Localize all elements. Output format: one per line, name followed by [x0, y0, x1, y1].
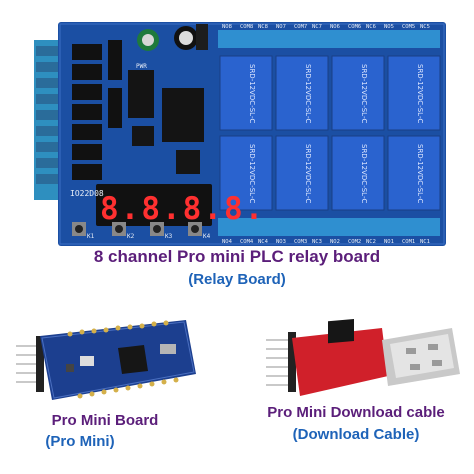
button-k1[interactable] [75, 225, 83, 233]
terminal-label: NC7 [312, 24, 322, 30]
usb-ttl-chip [328, 319, 354, 344]
terminal-label: NO3 [276, 239, 286, 245]
button-label-k3: K3 [165, 233, 173, 240]
terminal-label: NO4 [222, 239, 233, 245]
relay-8 [387, 135, 441, 211]
board-id-label: IO22D08 [70, 189, 104, 198]
relay-board-subcaption: (Relay Board) [188, 271, 286, 288]
relay-board-caption: 8 channel Pro mini PLC relay board [93, 247, 381, 266]
terminal-label: NC4 [258, 239, 269, 245]
button-k3[interactable] [153, 225, 161, 233]
seven-segment-display [96, 184, 212, 226]
terminal-label: NC5 [420, 24, 430, 30]
relay-4 [387, 55, 441, 131]
terminal-label: NC1 [420, 239, 430, 245]
terminal-label: NO8 [222, 24, 232, 30]
top-terminal-labels: NO8 COM8 NC8 NO7 COM7 NC7 NO6 COM6 NC6 NO5 COM5 NC5 [222, 24, 430, 30]
terminal-label: NO1 [384, 239, 394, 245]
button-label-k1: K1 [87, 233, 95, 240]
terminal-label: COM6 [348, 24, 361, 30]
relay-5 [219, 135, 273, 211]
display-digits: 8.8.8.8. [100, 191, 265, 227]
relay-model-label: SRD-12VDC-SL-C [416, 144, 424, 203]
relay-2 [275, 55, 329, 131]
pwr-label: PWR [136, 63, 147, 70]
button-label-k2: K2 [127, 233, 135, 240]
relay-model-label: SRD-12VDC-SL-C [304, 144, 312, 203]
relay-3 [331, 55, 385, 131]
top-terminal-block [218, 30, 440, 48]
terminal-label: NO5 [384, 24, 394, 30]
download-cable [266, 319, 460, 396]
pro-mini-board [16, 320, 196, 400]
terminal-label: NO2 [330, 239, 340, 245]
button-k4[interactable] [191, 225, 199, 233]
terminal-label: COM1 [402, 239, 415, 245]
atmega-chip [118, 345, 148, 374]
terminal-label: COM7 [294, 24, 307, 30]
terminal-label: NC3 [312, 239, 322, 245]
terminal-label: NC2 [366, 239, 376, 245]
relay-1 [219, 55, 273, 131]
pro-mini-pcb [40, 320, 196, 400]
relay-model-label: SRD-12VDC-SL-C [248, 64, 256, 123]
relay-model-label: SRD-12VDC-SL-C [360, 64, 368, 123]
chip-2 [162, 88, 204, 142]
relay-model-label: SRD-12VDC-SL-C [416, 64, 424, 123]
relay-board: SRD-12VDC-SL-C SRD-12VDC-SL-C SRD-12VDC-SL… [34, 22, 446, 246]
pro-mini-caption: Pro Mini Board [51, 412, 159, 429]
buttons-row [72, 222, 202, 236]
relay-model-label: SRD-12VDC-SL-C [360, 144, 368, 203]
terminal-label: COM3 [294, 239, 307, 245]
relay-model-label: SRD-12VDC-SL-C [248, 144, 256, 203]
terminal-label: NC8 [258, 24, 268, 30]
relay-7 [331, 135, 385, 211]
terminal-label: COM8 [240, 24, 253, 30]
chip-1 [128, 70, 154, 118]
relay-model-label: SRD-12VDC-SL-C [304, 64, 312, 123]
terminal-label: COM4 [240, 239, 254, 245]
usb-ttl-pcb [292, 328, 388, 396]
bottom-terminal-block [218, 218, 440, 236]
terminal-label: NO6 [330, 24, 340, 30]
button-label-k4: K4 [203, 233, 211, 240]
terminal-label: NC6 [366, 24, 376, 30]
relay-6 [275, 135, 329, 211]
bottom-terminal-labels: NO4 COM4 NC4 NO3 COM3 NC3 NO2 COM2 NC2 NO1 COM1 NC1 [222, 239, 430, 245]
terminal-label: NO7 [276, 24, 286, 30]
download-cable-caption: Pro Mini Download cable [267, 404, 445, 421]
download-cable-subcaption: (Download Cable) [292, 426, 420, 443]
terminal-label: COM2 [348, 239, 361, 245]
relay-grid: SRD-12VDC-SL-C SRD-12VDC-SL-C SRD-12VDC-SL… [219, 55, 441, 211]
terminal-label: COM5 [402, 24, 415, 30]
pro-mini-subcaption: (Pro Mini) [45, 433, 115, 450]
button-k2[interactable] [115, 225, 123, 233]
